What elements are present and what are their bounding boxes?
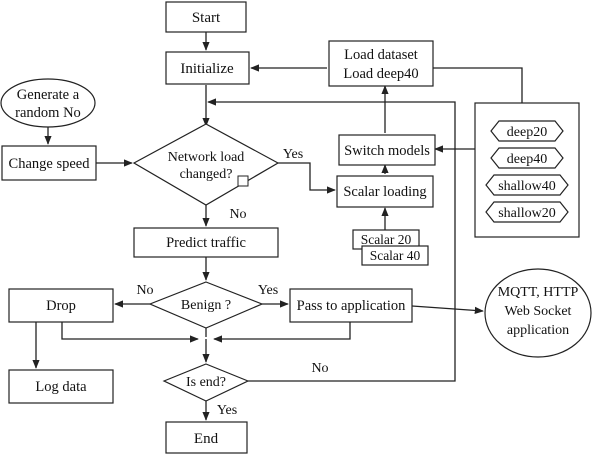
pass-to-application-node: Pass to application: [289, 288, 413, 323]
initialize-label: Initialize: [180, 61, 234, 77]
models-panel: deep20 deep40 shallow40 shallow20: [474, 102, 580, 238]
pass-to-application-label: Pass to application: [297, 298, 406, 314]
edge-drop-merge: [61, 322, 199, 343]
edge-labels: Yes No No Yes No Yes: [136, 147, 328, 418]
benign-label: Benign ?: [181, 298, 231, 313]
mqtt-application-node: MQTT, HTTP Web Socket application: [484, 268, 592, 358]
scalar40-label: Scalar 40: [370, 248, 421, 263]
switch-models-label: Switch models: [344, 143, 430, 159]
isend-yes-label: Yes: [217, 403, 237, 418]
predict-traffic-label: Predict traffic: [166, 235, 246, 251]
scalar20-label: Scalar 20: [361, 232, 412, 247]
model-hex-4: [485, 201, 569, 223]
drop-node: Drop: [8, 288, 114, 323]
predict-traffic-node: Predict traffic: [133, 227, 279, 258]
mqtt-label-3: application: [507, 323, 569, 338]
edge-pass-mqtt: [411, 305, 484, 315]
benign-no-label: No: [136, 283, 153, 298]
isend-no-label: No: [311, 361, 328, 376]
model-shallow40-label: shallow40: [498, 179, 556, 194]
change-speed-label: Change speed: [9, 156, 91, 172]
generate-random-label-1: Generate a: [17, 87, 80, 103]
benign-yes-label: Yes: [258, 283, 278, 298]
generate-random-node: Generate a random No: [0, 78, 96, 128]
small-square-marker: [237, 175, 249, 187]
load-dataset-node: Load dataset Load deep40: [328, 40, 434, 87]
scalar-loading-label: Scalar loading: [343, 184, 426, 200]
start-node: Start: [165, 1, 247, 33]
mqtt-label-2: Web Socket: [505, 304, 572, 319]
log-data-node: Log data: [8, 369, 114, 404]
end-node: End: [165, 421, 248, 454]
scalar-stack: Scalar 20 Scalar 40: [352, 229, 429, 266]
network-no-label: No: [229, 207, 246, 222]
scalar-loading-node: Scalar loading: [336, 175, 434, 208]
mqtt-label-1: MQTT, HTTP: [498, 285, 579, 300]
network-load-label-1: Network load: [168, 150, 245, 165]
connectors: [32, 32, 523, 421]
edge-pass-merge: [213, 322, 351, 343]
network-load-label-2: changed?: [180, 167, 233, 182]
change-speed-node: Change speed: [1, 145, 97, 181]
generate-random-label-2: random No: [15, 105, 81, 121]
model-hex-3: [485, 174, 569, 196]
drop-label: Drop: [46, 298, 76, 314]
edge-models-load: [433, 67, 523, 103]
load-deep40-label: Load deep40: [343, 66, 418, 82]
end-label: End: [194, 431, 219, 447]
network-load-decision: Network load changed?: [132, 123, 280, 206]
edge-isend-loop: [207, 98, 456, 382]
network-yes-label: Yes: [283, 147, 303, 162]
model-shallow20-label: shallow20: [498, 206, 556, 221]
switch-models-node: Switch models: [338, 134, 436, 166]
model-hex-2: [490, 147, 564, 169]
model-deep40-label: deep40: [507, 152, 547, 167]
start-label: Start: [192, 10, 221, 26]
model-deep20-label: deep20: [507, 125, 547, 140]
load-dataset-label: Load dataset: [344, 47, 418, 63]
log-data-label: Log data: [35, 379, 87, 395]
initialize-node: Initialize: [165, 51, 250, 85]
is-end-decision: Is end?: [162, 363, 250, 402]
edge-network-scalar: [278, 162, 336, 194]
model-hex-1: [490, 120, 564, 142]
benign-decision: Benign ?: [148, 281, 264, 329]
is-end-label: Is end?: [186, 375, 226, 390]
